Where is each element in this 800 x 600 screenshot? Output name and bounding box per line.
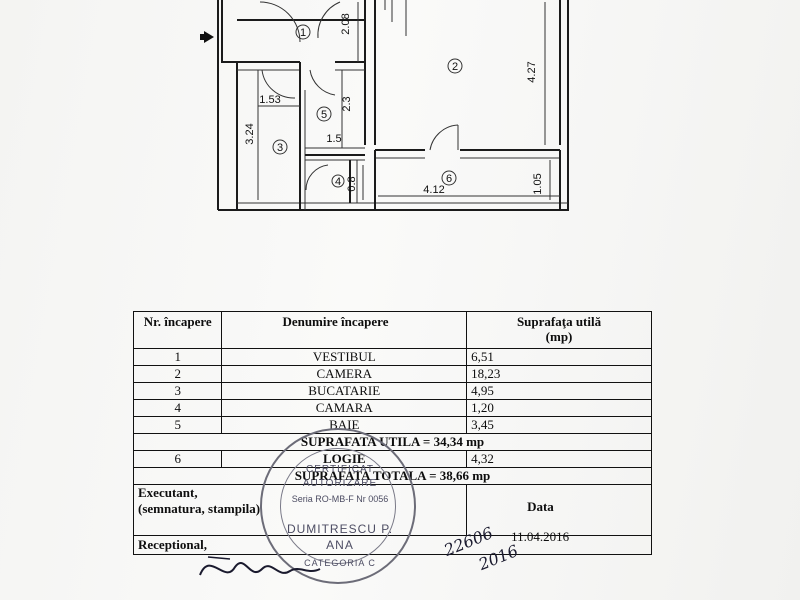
floor-plan: 1 2 3 4 5 6 2.08 4.27 1.53 3.24 2.3 1.5 … xyxy=(200,0,569,211)
entry-arrow-icon xyxy=(204,31,214,43)
cell-name: CAMARA xyxy=(221,399,468,417)
door-swing xyxy=(259,1,301,43)
cell-nr: 6 xyxy=(132,450,223,468)
door-swing xyxy=(305,164,329,191)
stamp-serial: Seria RO-MB-F Nr 0056 xyxy=(291,494,389,504)
header-nr: Nr. încapere xyxy=(132,311,223,349)
dim-label: 2.08 xyxy=(340,13,352,34)
dim-label: 3.24 xyxy=(244,123,256,144)
room-number-2: 2 xyxy=(452,61,458,73)
table-row: 3 BUCATARIE 4,95 xyxy=(132,382,652,400)
header-area-unit: (mp) xyxy=(545,329,573,344)
door-swing xyxy=(309,69,336,96)
table-row: 1 VESTIBUL 6,51 xyxy=(132,348,652,366)
dim-label: 0.8 xyxy=(346,176,358,191)
door-swing xyxy=(317,1,341,39)
room-circle xyxy=(447,58,463,74)
dim-label: 4.27 xyxy=(526,61,538,82)
room-circle xyxy=(316,106,332,122)
header-area-label: Suprafaţa utilă xyxy=(516,314,602,329)
room-circle xyxy=(295,24,311,40)
authorization-stamp: CERTIFICAT AUTORIZARE Seria RO-MB-F Nr 0… xyxy=(260,428,416,584)
stamp-category: CATEGORIA C xyxy=(304,558,376,568)
signature-label: (semnatura, stampila) xyxy=(138,501,261,516)
stamp-line1: CERTIFICAT xyxy=(306,464,374,475)
table-row: 4 CAMARA 1,20 xyxy=(132,399,652,417)
room-number-1: 1 xyxy=(300,27,306,39)
dim-label: 4.12 xyxy=(423,184,444,196)
door-swing xyxy=(261,69,296,99)
cell-area: 18,23 xyxy=(466,365,652,383)
table-header-row: Nr. încapere Denumire încapere Suprafaţa… xyxy=(132,311,652,349)
header-area: Suprafaţa utilă (mp) xyxy=(466,311,652,349)
dim-label: 1.53 xyxy=(259,94,280,106)
cell-name: CAMERA xyxy=(221,365,468,383)
cell-area: 4,95 xyxy=(466,382,652,400)
handwritten-signature xyxy=(199,556,321,576)
table-row: 2 CAMERA 18,23 xyxy=(132,365,652,383)
room-circle xyxy=(331,174,345,188)
executant-label: Executant, xyxy=(138,485,198,500)
stamp-name2: ANA xyxy=(326,538,354,552)
cell-nr: 4 xyxy=(132,399,223,417)
door-swing xyxy=(429,124,459,151)
room-circle xyxy=(441,170,457,186)
room-circle xyxy=(272,139,288,155)
header-name: Denumire încapere xyxy=(221,311,468,349)
outer-wall xyxy=(221,0,569,211)
cell-nr: 3 xyxy=(132,382,223,400)
dim-label: 1.05 xyxy=(532,173,544,194)
stamp-name1: DUMITRESCU P. xyxy=(286,522,394,536)
cell-nr: 1 xyxy=(132,348,223,366)
date-value: 11.04.2016 xyxy=(511,529,570,544)
cell-nr: 2 xyxy=(132,365,223,383)
cell-nr: 5 xyxy=(132,416,223,434)
cell-name: VESTIBUL xyxy=(221,348,468,366)
room-number-6: 6 xyxy=(446,173,452,185)
date-label: Data xyxy=(527,499,554,514)
cell-name: BUCATARIE xyxy=(221,382,468,400)
table-row: 5 BAIE 3,45 xyxy=(132,416,652,434)
room-number-4: 4 xyxy=(335,176,341,188)
cell-area: 6,51 xyxy=(466,348,652,366)
dim-label: 2.3 xyxy=(341,96,353,111)
dim-label: 1.5 xyxy=(326,133,341,145)
stamp-line2: AUTORIZARE xyxy=(302,478,378,489)
cell-area: 4,32 xyxy=(466,450,652,468)
room-number-3: 3 xyxy=(277,142,283,154)
date-cell: Data 11.04.2016 xyxy=(466,484,652,544)
cell-area: 3,45 xyxy=(466,416,652,434)
entry-arrow-icon xyxy=(200,34,206,40)
useful-area-total: SUPRAFATA UTILA = 34,34 mp xyxy=(133,433,652,451)
room-number-5: 5 xyxy=(321,109,327,121)
useful-area-total-row: SUPRAFATA UTILA = 34,34 mp xyxy=(133,433,652,451)
cell-area: 1,20 xyxy=(466,399,652,417)
stamp-inner-ring xyxy=(280,448,396,564)
